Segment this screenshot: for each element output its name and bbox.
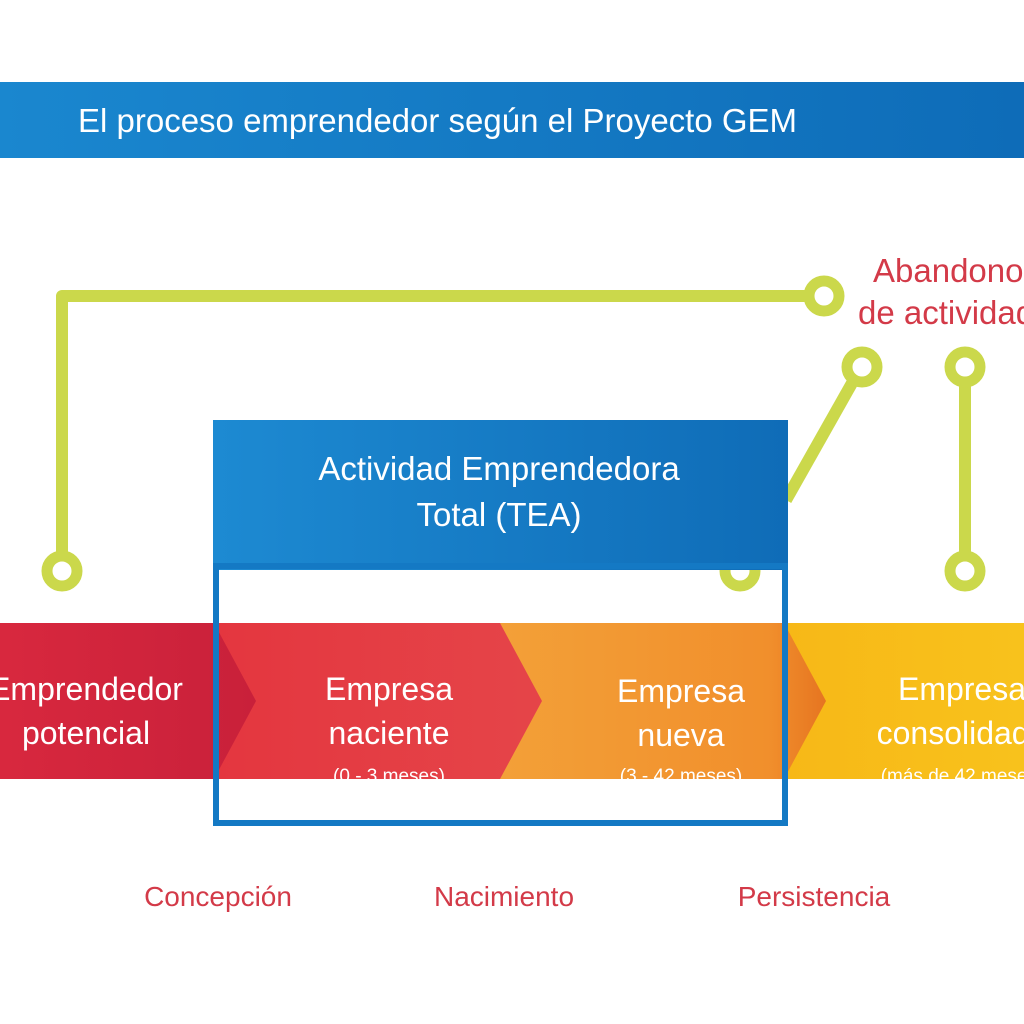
- connector-node-abandono-top: [803, 275, 845, 317]
- phase-nacimiento: Nacimiento: [434, 881, 574, 912]
- stage-naciente-duration: (0 - 3 meses): [333, 766, 445, 787]
- connector-loop-line: [56, 290, 810, 569]
- tea-title-line2: Total (TEA): [416, 496, 581, 533]
- connector-node-abandono-left: [841, 346, 883, 388]
- stage-nueva-line1: Empresa: [617, 673, 745, 709]
- stage-nueva-line2: nueva: [637, 717, 724, 753]
- stage-arrow-naciente: [214, 623, 552, 779]
- connector-node-potencial: [41, 550, 83, 592]
- stage-potencial-line1: Emprendedor: [0, 671, 183, 707]
- header-title: El proceso emprendedor según el Proyecto…: [78, 102, 797, 139]
- tea-title-line1: Actividad Emprendedora: [318, 450, 680, 487]
- stage-arrow-consolidada: [784, 623, 1024, 779]
- tea-outline: [213, 563, 788, 826]
- connector-naciente-line: [780, 373, 862, 503]
- abandono-line1: Abandono: [873, 252, 1023, 289]
- stage-arrow-potencial: [0, 623, 266, 779]
- connector-node-consolidada: [944, 550, 986, 592]
- connector-lines: [56, 290, 971, 569]
- stage-consolidada-line2: consolidada: [877, 715, 1024, 751]
- phase-persistencia: Persistencia: [738, 881, 891, 912]
- stage-arrow-nueva: [500, 623, 836, 779]
- stage-consolidada-line1: Empresa: [898, 671, 1024, 707]
- stage-naciente-line2: naciente: [329, 715, 450, 751]
- tea-box: [213, 420, 788, 570]
- phase-concepcion: Concepción: [144, 881, 292, 912]
- stage-naciente-line1: Empresa: [325, 671, 453, 707]
- abandono-line2: de actividad: [858, 294, 1024, 331]
- connector-node-abandono-right: [944, 346, 986, 388]
- header-banner: [0, 82, 1024, 158]
- stage-potencial-line2: potencial: [22, 715, 150, 751]
- stage-consolidada-duration: (más de 42 meses): [881, 766, 1024, 787]
- stage-nueva-duration: (3 - 42 meses): [620, 766, 742, 787]
